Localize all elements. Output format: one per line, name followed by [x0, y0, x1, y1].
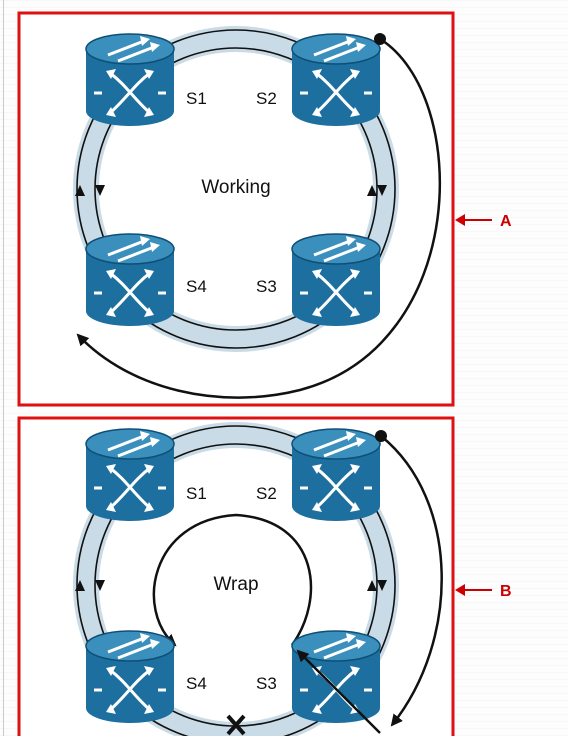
switch-label-s2: S2 — [256, 484, 277, 503]
wrap-loop-arrow — [152, 513, 313, 647]
switch-label-s3: S3 — [256, 277, 277, 296]
tag-a-label: A — [500, 213, 512, 230]
panel-a: S1 S2 S3 S4 Working — [17, 11, 455, 407]
optical-switch-icon — [84, 629, 176, 725]
panel-a-center-label: Working — [201, 177, 270, 198]
switch-label-s4: S4 — [186, 277, 207, 296]
ring-band — [73, 26, 399, 352]
ring-direction-arrows — [75, 185, 387, 196]
switch-label-s2: S2 — [256, 89, 277, 108]
fiber-outer — [76, 425, 396, 736]
ring-band — [73, 422, 399, 736]
traffic-path-arrow — [76, 37, 442, 399]
tag-a: A — [455, 213, 512, 230]
optical-switch-icon — [290, 232, 382, 328]
switch-label-s3: S3 — [256, 674, 277, 693]
left-border — [3, 0, 4, 736]
optical-switch-icon — [84, 32, 176, 128]
ring-direction-arrows — [75, 580, 387, 591]
optical-switch-icon — [290, 32, 382, 128]
traffic-path-arrow — [380, 435, 443, 727]
fiber-outer — [76, 29, 396, 349]
optical-switch-icon — [84, 427, 176, 523]
tag-b-label: B — [500, 583, 512, 600]
optical-switch-icon — [84, 232, 176, 328]
tag-b: B — [455, 583, 512, 600]
panel-b: S1 S2 S3 S4 Wrap — [17, 416, 455, 736]
reroute-arrow — [296, 649, 381, 734]
switch-label-s1: S1 — [186, 89, 207, 108]
switch-label-s4: S4 — [186, 674, 207, 693]
switch-label-s1: S1 — [186, 484, 207, 503]
optical-switch-icon — [290, 427, 382, 523]
fiber-inner — [94, 47, 378, 331]
fiber-cut-icon — [226, 714, 246, 736]
panel-b-center-label: Wrap — [213, 574, 258, 595]
optical-switch-icon — [290, 629, 382, 725]
